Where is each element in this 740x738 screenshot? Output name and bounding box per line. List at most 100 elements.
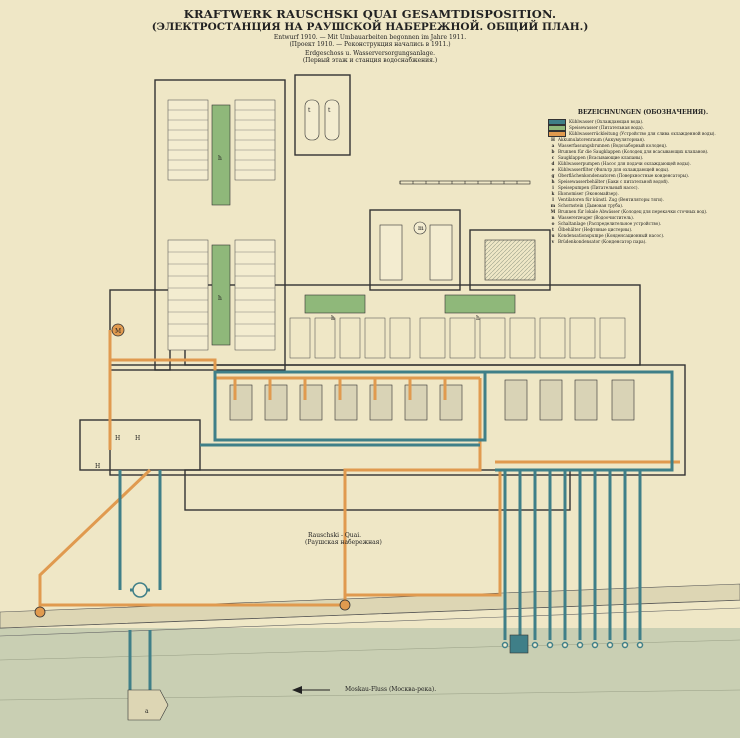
subtitle-ru: (Проект 1910. — Реконструкция начались в… bbox=[289, 41, 451, 48]
legend-text: Kühlwasserrückleitung (Устройство для сл… bbox=[569, 131, 716, 136]
legend-text: Kühlwasserfilter (Фильтр для охлаждающей… bbox=[558, 167, 670, 172]
svg-text:a: a bbox=[145, 708, 149, 715]
cooling-water-pipes bbox=[118, 370, 674, 690]
svg-text:M: M bbox=[115, 328, 121, 335]
svg-text:H: H bbox=[115, 435, 120, 442]
legend-swatch bbox=[548, 125, 566, 131]
legend-text: Oberflächenkondensatoren (Поверхностные … bbox=[558, 173, 690, 178]
auxiliary-rooms bbox=[289, 317, 626, 359]
legend-item: Kühlwasser (Охлаждающая вода). bbox=[548, 119, 738, 125]
legend-key: e bbox=[551, 167, 555, 172]
legend-key: t bbox=[552, 227, 554, 232]
svg-text:t: t bbox=[328, 107, 331, 114]
machine-units bbox=[229, 379, 635, 421]
floor-label-ru: (Первый этаж и станция водоснабжения.) bbox=[302, 57, 438, 64]
pump-wells bbox=[34, 323, 351, 618]
legend-text: Schaltanlage (Распределительное устройст… bbox=[558, 221, 662, 226]
svg-text:h: h bbox=[218, 155, 222, 162]
feed-water-tanks bbox=[211, 104, 516, 346]
intake-well bbox=[127, 634, 529, 721]
legend-text: Ölbehälter (Нефтяные цистерны). bbox=[558, 227, 633, 232]
legend-key: m bbox=[550, 203, 556, 208]
legend-text: Speisepumpen (Питательный насос). bbox=[558, 185, 639, 190]
title: KRAFTWERK RAUSCHSKI QUAI GESAMTDISPOSITI… bbox=[183, 7, 557, 21]
legend-text: Wasserfassungsbrunnen (Водозаборный коло… bbox=[558, 143, 668, 148]
scale-bar bbox=[399, 180, 531, 185]
legend-item: Speisewasser (Питательная вода). bbox=[548, 125, 738, 131]
svg-text:h: h bbox=[218, 295, 222, 302]
legend-key: g bbox=[551, 173, 555, 178]
legend-key: a bbox=[551, 143, 555, 148]
legend-item: t Ölbehälter (Нефтяные цистерны). bbox=[548, 227, 738, 233]
legend-text: Kühlwasserpumpen (Насос для подачи охлаж… bbox=[558, 161, 691, 166]
legend-text: Schornstein (Дымовая труба). bbox=[558, 203, 624, 208]
cooling-return-pipes bbox=[38, 330, 680, 612]
legend-key: h bbox=[551, 179, 555, 184]
legend-key: v bbox=[551, 239, 555, 244]
svg-text:H: H bbox=[135, 435, 140, 442]
legend-item: i Speisepumpen (Питательный насос). bbox=[548, 185, 738, 191]
boiler-hall-lines bbox=[168, 109, 275, 337]
legend-text: Brunnen für die Saugklappen (Колодец для… bbox=[558, 149, 709, 154]
svg-text:H: H bbox=[95, 463, 100, 470]
legend-text: Saugklappen (Всасывающие клапаны). bbox=[558, 155, 644, 160]
legend-item: Kühlwasserrückleitung (Устройство для сл… bbox=[548, 131, 738, 137]
legend-heading: BEZEICHNUNGEN (ОБОЗНАЧЕНИЯ). bbox=[577, 109, 709, 116]
plan-marks: h h h h t t m H H H a M bbox=[95, 107, 480, 715]
svg-text:h: h bbox=[331, 315, 335, 322]
legend-key: c bbox=[551, 155, 555, 160]
river bbox=[0, 599, 740, 738]
legend-item: l Ventilatoren für künstl. Zug (Вентилято… bbox=[548, 197, 738, 203]
legend-key: k bbox=[551, 191, 555, 196]
legend-text: Kühlwasser (Охлаждающая вода). bbox=[569, 119, 644, 124]
legend-text: Akkumulatorenraum (Аккумуляторная). bbox=[558, 137, 646, 142]
svg-text:m: m bbox=[418, 225, 424, 232]
legend-key: d bbox=[551, 161, 555, 166]
river-label: Moskau-Fluss (Москва-река). bbox=[345, 686, 437, 693]
svg-text:t: t bbox=[308, 107, 311, 114]
floor-label-de: Erdgeschoss u. Wasserversorgungsanlage. bbox=[304, 50, 436, 57]
legend: BEZEICHNUNGEN (ОБОЗНАЧЕНИЯ). Kühlwasser … bbox=[548, 110, 738, 245]
quay-label-ru: (Раушская набережная) bbox=[305, 539, 382, 546]
quay-wall bbox=[0, 583, 740, 629]
legend-swatch bbox=[548, 131, 566, 137]
legend-text: Speisewasser (Питательная вода). bbox=[569, 125, 644, 130]
subtitle-de: Entwurf 1910. — Mit Umbauarbeiten begonn… bbox=[273, 34, 467, 41]
legend-swatch bbox=[548, 119, 566, 125]
legend-key: o bbox=[551, 221, 555, 226]
legend-key: l bbox=[552, 197, 554, 202]
legend-key: M bbox=[550, 209, 556, 214]
chimney-block bbox=[379, 221, 536, 281]
legend-key: i bbox=[552, 185, 554, 190]
legend-text: Brüdenkondensator (Конденсатор пара). bbox=[558, 239, 647, 244]
quay-label: Rauschski - Quai. bbox=[308, 532, 362, 539]
legend-text: Ventilatoren für künstl. Zug (Вентилятор… bbox=[558, 197, 664, 202]
legend-text: Kondensationspumpe (Конденсационный насо… bbox=[558, 233, 665, 238]
legend-key: b bbox=[551, 149, 555, 154]
legend-key: u bbox=[551, 233, 555, 238]
legend-text: Brunnen für lokale Abwässer (Колодец для… bbox=[558, 209, 708, 214]
legend-text: Speisewasserbehälter (Баки с питательной… bbox=[558, 179, 669, 184]
title-ru: (ЭЛЕКТРОСТАНЦИЯ НА РАУШСКОЙ НАБЕРЕЖНОЙ. … bbox=[151, 21, 589, 33]
legend-key: n bbox=[551, 215, 555, 220]
svg-text:h: h bbox=[476, 315, 480, 322]
legend-key: H bbox=[551, 137, 555, 142]
legend-text: Ekonomiser (Экономайзер). bbox=[558, 191, 619, 196]
oil-tanks bbox=[304, 99, 340, 141]
